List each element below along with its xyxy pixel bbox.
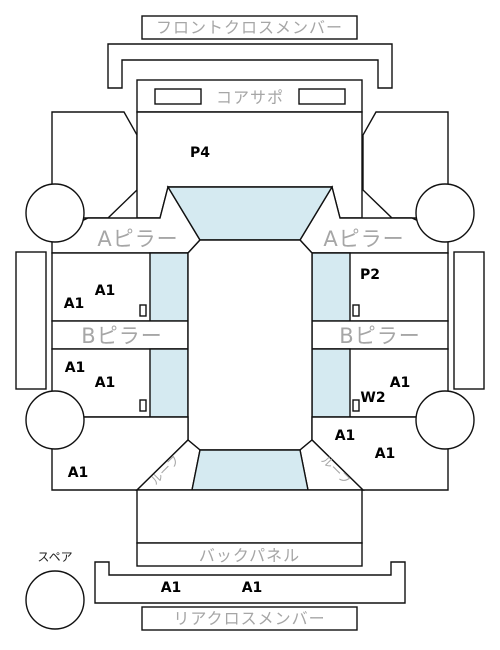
left-quarter-mark: A1 — [68, 465, 89, 481]
right-rear-door-mark-2: W2 — [360, 390, 385, 406]
right-a-pillar-label: Aピラー — [323, 227, 404, 251]
right-rear-door-mark-1: A1 — [390, 375, 411, 391]
left-front-window[interactable] — [149, 252, 189, 322]
left-b-pillar[interactable] — [51, 320, 189, 350]
rear-cross-member-label: リアクロスメンバー — [173, 609, 325, 628]
left-front-door-mark-2: A1 — [64, 296, 85, 312]
left-front-door-mark-1: A1 — [95, 283, 116, 299]
left-rear-door-mark-1: A1 — [65, 360, 86, 376]
left-front-tire[interactable] — [25, 183, 85, 243]
back-panel-label: バックパネル — [199, 546, 300, 565]
right-b-pillar[interactable] — [311, 320, 449, 350]
left-rear-tire[interactable] — [25, 390, 85, 450]
right-front-door-mark: P2 — [360, 267, 380, 283]
right-front-tire[interactable] — [415, 183, 475, 243]
spare-tire[interactable] — [25, 570, 85, 630]
right-quarter-mark-2: A1 — [375, 446, 396, 462]
left-front-door-handle — [139, 304, 147, 317]
bonnet-mark: P4 — [190, 145, 210, 161]
back-panel-part[interactable] — [136, 542, 363, 567]
front-cross-member-part[interactable] — [107, 43, 393, 89]
right-headlight[interactable] — [298, 88, 346, 105]
front-cross-member-box — [141, 15, 358, 40]
right-front-door-handle — [352, 304, 360, 317]
roof-part[interactable] — [187, 239, 313, 451]
right-front-window[interactable] — [311, 252, 351, 322]
front-cross-member-label: フロントクロスメンバー — [156, 18, 343, 37]
trunk-part[interactable] — [136, 489, 363, 544]
rear-cross-member-box — [141, 606, 358, 631]
right-rear-tire[interactable] — [415, 390, 475, 450]
spare-label: スペア — [37, 550, 72, 564]
rear-floor-part[interactable] — [94, 561, 406, 604]
right-side-skirt[interactable] — [453, 251, 485, 390]
rear-window[interactable] — [191, 449, 309, 491]
right-b-pillar-label: Bピラー — [339, 324, 420, 348]
right-rear-door-handle — [352, 399, 360, 412]
core-support-label: コアサポ — [216, 88, 284, 107]
left-rear-door-handle — [139, 399, 147, 412]
left-rear-window[interactable] — [149, 348, 189, 418]
left-headlight[interactable] — [154, 88, 202, 105]
left-b-pillar-label: Bピラー — [81, 324, 162, 348]
left-a-pillar-label: Aピラー — [97, 227, 178, 251]
rear-floor-mark-2: A1 — [242, 580, 263, 596]
right-quarter-mark-1: A1 — [335, 428, 356, 444]
left-rear-door-mark-2: A1 — [95, 375, 116, 391]
rear-floor-mark-1: A1 — [161, 580, 182, 596]
right-rear-window[interactable] — [311, 348, 351, 418]
left-side-skirt[interactable] — [15, 251, 47, 390]
